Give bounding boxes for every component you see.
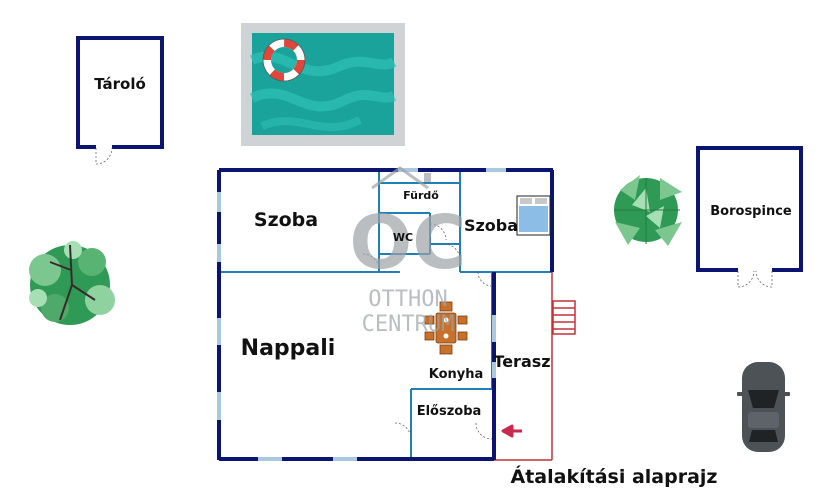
room-label-wc: WC — [393, 231, 413, 244]
watermark-line2: CENTRUM — [362, 312, 455, 337]
room-label-szoba-left: Szoba — [254, 209, 318, 231]
dining-table-icon — [424, 301, 468, 355]
bush-icon — [614, 175, 682, 246]
entrance-arrow-icon — [501, 424, 522, 438]
wine-cellar-building: Borospince — [696, 146, 803, 288]
room-label-kitchen: Konyha — [429, 367, 484, 382]
windows — [217, 168, 506, 461]
car-icon — [737, 362, 790, 452]
storage-label: Tároló — [94, 75, 146, 93]
room-label-terrace: Terasz — [493, 352, 550, 371]
bed-icon — [516, 195, 551, 236]
wine-cellar-label: Borospince — [710, 204, 792, 219]
lifebuoy-icon — [262, 38, 306, 82]
door-swing-icon — [95, 147, 113, 165]
plan-caption: Átalakítási alaprajz — [511, 465, 718, 488]
watermark-line1: OTTHON — [368, 287, 447, 312]
terrace-outline — [494, 272, 576, 461]
room-label-living-room: Nappali — [241, 336, 336, 361]
tree-icon — [29, 241, 115, 325]
door-swings — [362, 223, 493, 440]
room-label-hall: Előszoba — [417, 404, 482, 419]
room-label-bathroom: Fürdő — [403, 189, 439, 202]
storage-building: Tároló — [76, 36, 164, 165]
double-door-icon — [737, 270, 773, 288]
main-house — [217, 168, 576, 461]
room-label-szoba-right: Szoba — [464, 216, 518, 235]
watermark-monogram: OC — [349, 200, 466, 286]
pool — [241, 23, 405, 146]
watermark-logo: OC OTTHON CENTRUM — [349, 166, 467, 337]
